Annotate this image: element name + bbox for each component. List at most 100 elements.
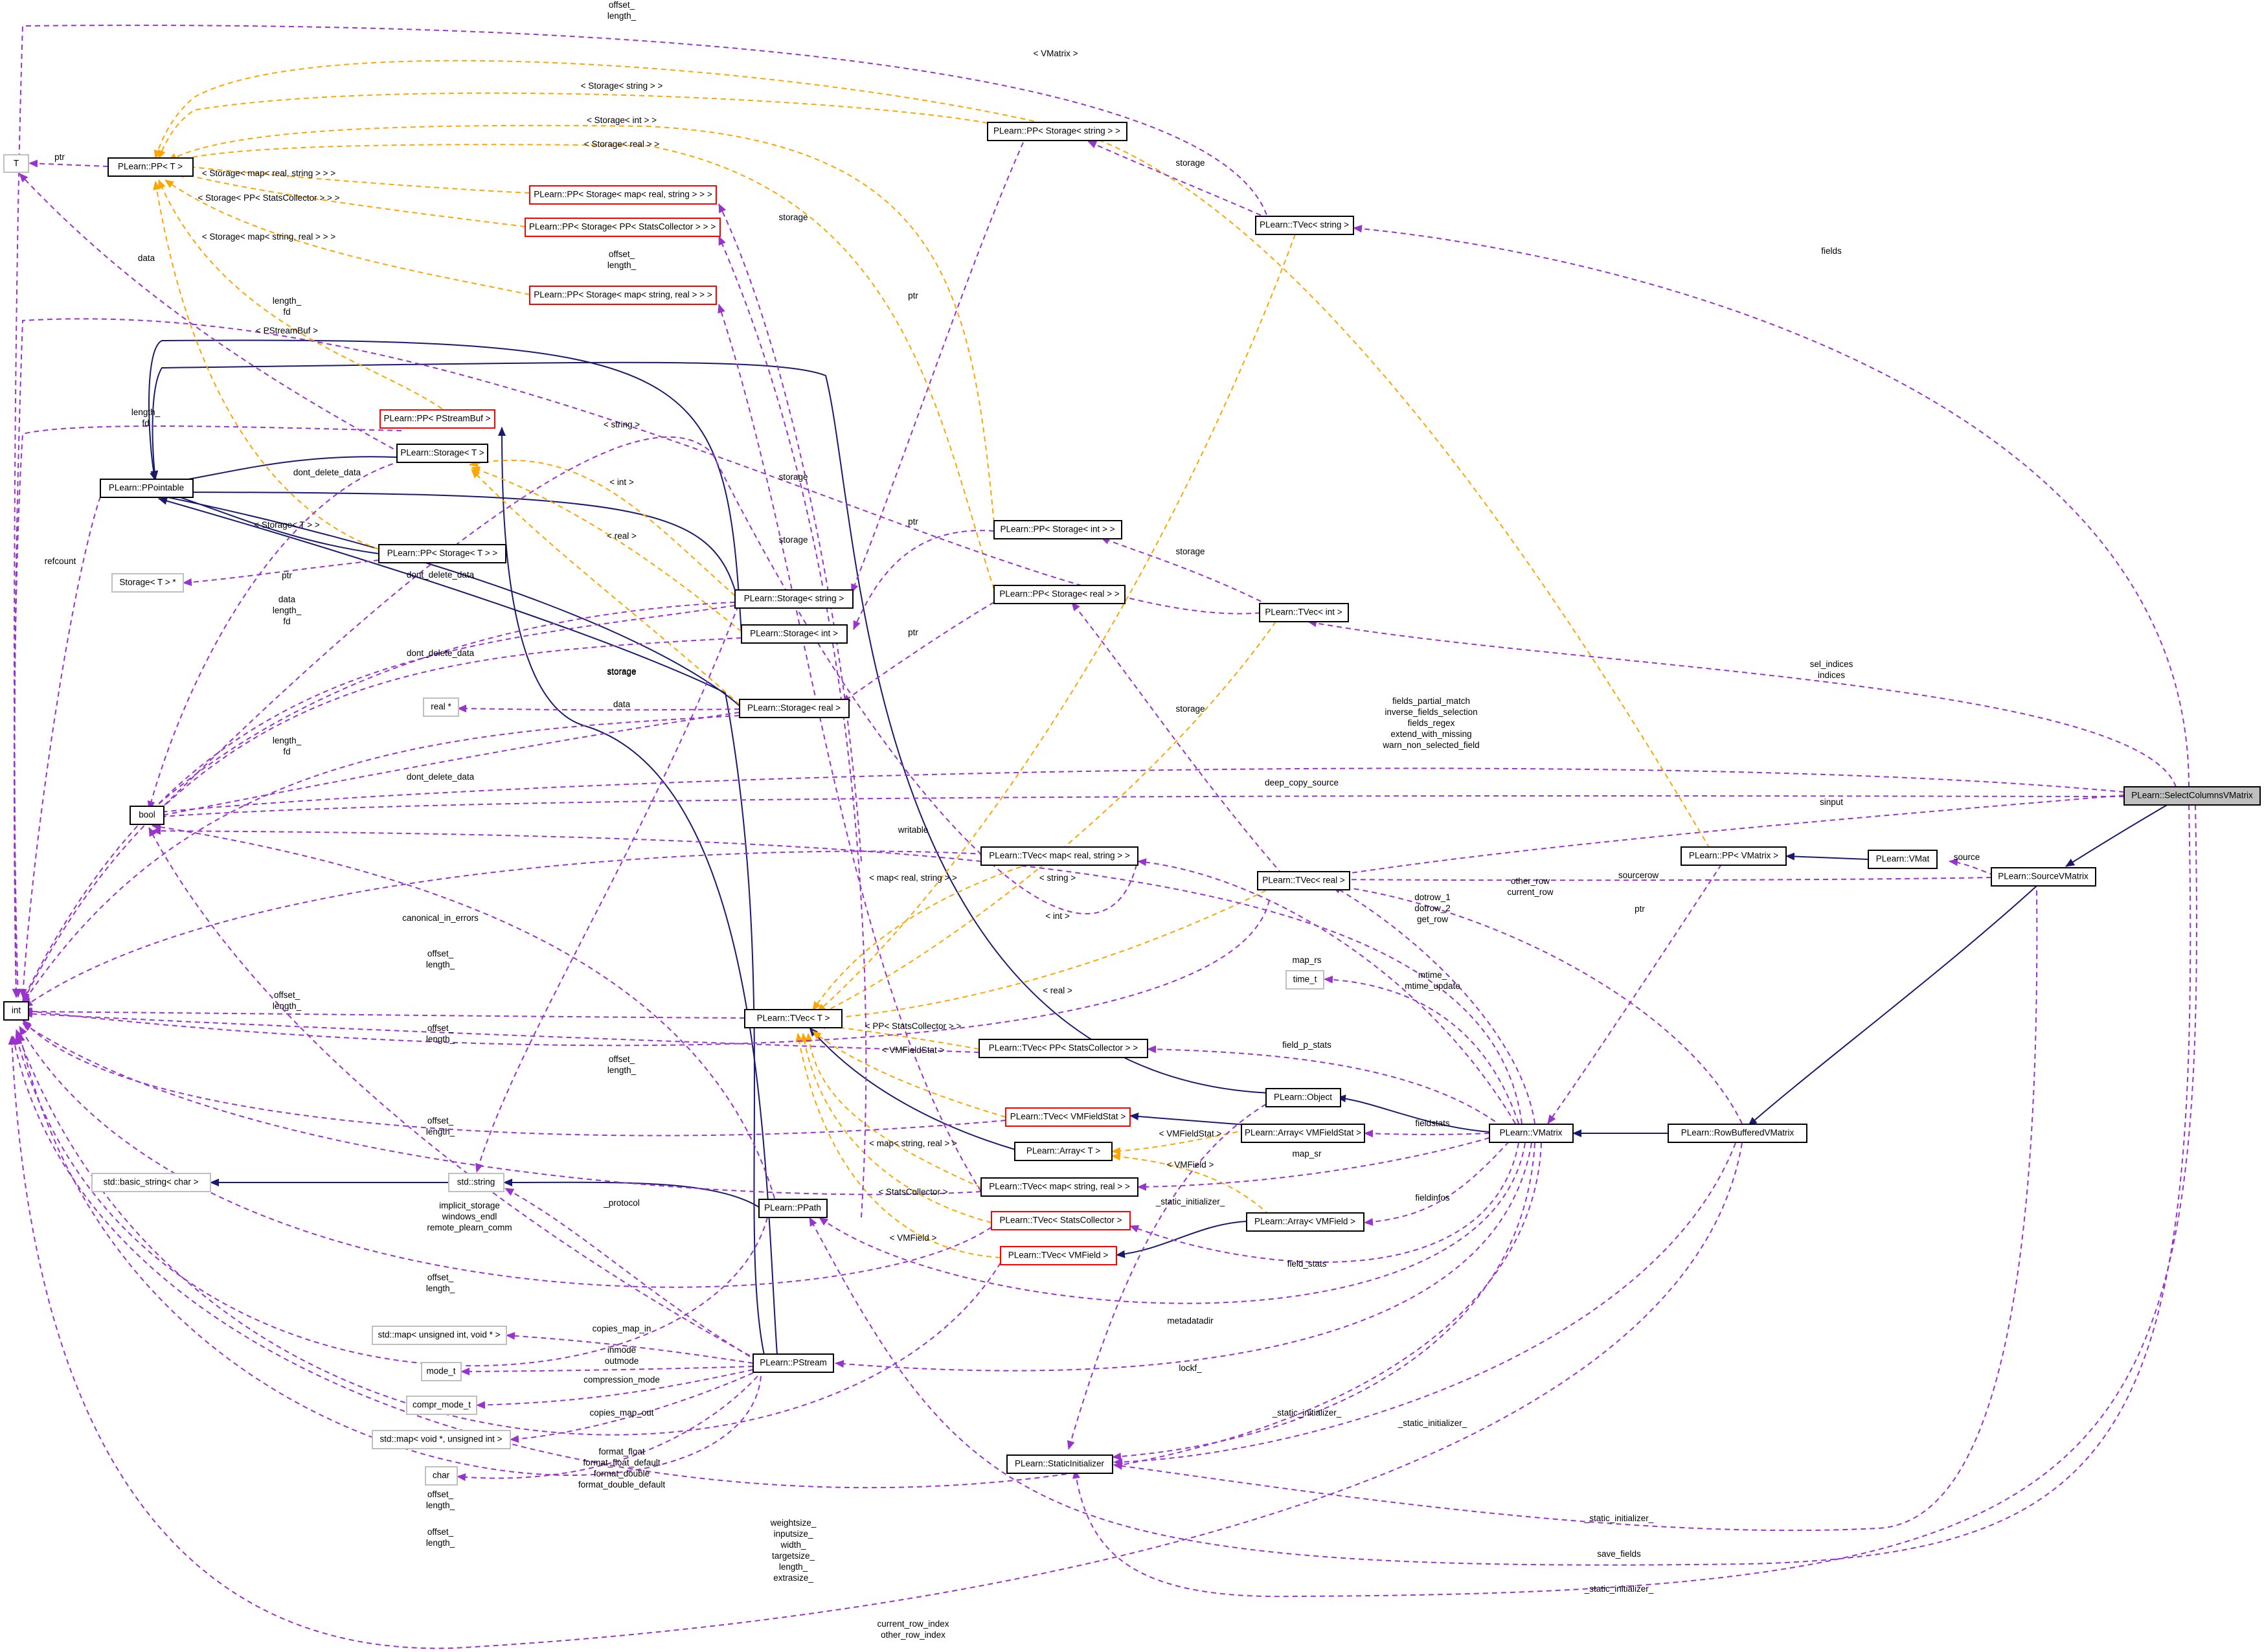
node-map-uint-void[interactable]: std::map< unsigned int, void * > xyxy=(372,1326,507,1345)
edge-label: < VMFieldStat > xyxy=(882,1045,945,1055)
node-vmatrix[interactable]: PLearn::VMatrix xyxy=(1489,1124,1574,1143)
edge-label-line: weightsize_ xyxy=(770,1518,817,1528)
node-tvec-map-real-string[interactable]: PLearn::TVec< map< real, string > > xyxy=(980,846,1138,866)
node-ppointable[interactable]: PLearn::PPointable xyxy=(100,479,194,498)
edge-label: data xyxy=(138,253,155,263)
node-pstream[interactable]: PLearn::PStream xyxy=(753,1353,834,1373)
edge-label: mtime_mtime_update xyxy=(1405,970,1460,991)
edge-tmpl-tvec-vmfieldstat xyxy=(812,1030,1006,1118)
node-array-t[interactable]: PLearn::Array< T > xyxy=(1014,1142,1113,1161)
edge-label-line: length_ xyxy=(426,1500,455,1510)
node-storage-t-ptr[interactable]: Storage< T > * xyxy=(111,573,184,593)
edge-label-line: sel_indices xyxy=(1810,659,1853,669)
node-rowbufferedvmatrix[interactable]: PLearn::RowBufferedVMatrix xyxy=(1668,1124,1807,1143)
edge-label-line: < Storage< real > > xyxy=(584,139,659,149)
node-basic-string[interactable]: std::basic_string< char > xyxy=(91,1173,211,1192)
edge-use-select-ppath xyxy=(809,804,2191,1566)
node-selectcolumnsvmatrix[interactable]: PLearn::SelectColumnsVMatrix xyxy=(2123,786,2261,806)
node-pp-storage-int[interactable]: PLearn::PP< Storage< int > > xyxy=(993,520,1122,539)
edge-label-line: field_stats xyxy=(1287,1259,1327,1269)
edge-pstream-ppointable xyxy=(158,497,765,1355)
edge-label: length_fd xyxy=(273,736,302,756)
node-char[interactable]: char xyxy=(425,1466,458,1486)
node-static-initializer[interactable]: PLearn::StaticInitializer xyxy=(1006,1454,1113,1474)
edge-label: ptr xyxy=(908,291,918,300)
node-storage-t[interactable]: PLearn::Storage< T > xyxy=(396,444,488,463)
node-label: PLearn::Object xyxy=(1274,1092,1332,1102)
edge-label-line: implicit_storage xyxy=(439,1201,500,1210)
edge-vmat-pp-vmatrix xyxy=(1785,852,1869,861)
node-mode-t[interactable]: mode_t xyxy=(421,1362,462,1381)
node-tvec-pp-stats[interactable]: PLearn::TVec< PP< StatsCollector > > xyxy=(979,1039,1148,1058)
edge-storage-string-ppointable xyxy=(158,488,738,600)
edge-label: offset_length_ xyxy=(607,1054,637,1075)
edge-label-line: length_ xyxy=(131,407,161,417)
edge-label: map_rs xyxy=(1292,955,1321,965)
node-sourcevmatrix[interactable]: PLearn::SourceVMatrix xyxy=(1991,867,2096,887)
node-array-vmfieldstat[interactable]: PLearn::Array< VMFieldStat > xyxy=(1241,1124,1365,1143)
node-T[interactable]: T xyxy=(3,154,29,173)
node-pp-storage-map-real-string[interactable]: PLearn::PP< Storage< map< real, string >… xyxy=(529,185,717,205)
node-tvec-map-string-real[interactable]: PLearn::TVec< map< string, real > > xyxy=(980,1177,1138,1197)
node-pp-vmatrix[interactable]: PLearn::PP< VMatrix > xyxy=(1681,846,1787,866)
edge-tmpl-pp-storage-pp-stats xyxy=(175,170,526,227)
node-pp-storage-t[interactable]: PLearn::PP< Storage< T > > xyxy=(378,544,506,563)
edge-use-vmatrix-int xyxy=(10,1035,1542,1489)
edge-label-line: storage xyxy=(1175,158,1205,168)
node-object[interactable]: PLearn::Object xyxy=(1265,1088,1341,1107)
edge-label-line: dotrow_1 xyxy=(1414,892,1451,902)
edge-use-pstream-map-in xyxy=(506,1331,754,1364)
node-compr-mode-t[interactable]: compr_mode_t xyxy=(406,1396,477,1415)
node-tvec-t[interactable]: PLearn::TVec< T > xyxy=(744,1009,843,1028)
edge-label: dont_delete_data xyxy=(293,468,361,477)
node-storage-string[interactable]: PLearn::Storage< string > xyxy=(734,589,854,609)
node-pp-storage-real[interactable]: PLearn::PP< Storage< real > > xyxy=(993,585,1126,604)
node-tvec-vmfield[interactable]: PLearn::TVec< VMField > xyxy=(1000,1246,1117,1265)
node-map-void-uint[interactable]: std::map< void *, unsigned int > xyxy=(372,1430,511,1449)
node-pp-storage-pp-stats[interactable]: PLearn::PP< Storage< PP< StatsCollector … xyxy=(525,218,721,237)
edge-label: dont_delete_data xyxy=(407,648,475,658)
node-tvec-real[interactable]: PLearn::TVec< real > xyxy=(1257,871,1350,890)
edge-label-line: length_ xyxy=(607,11,637,21)
node-pp-t[interactable]: PLearn::PP< T > xyxy=(108,157,194,177)
edge-label: < Storage< int > > xyxy=(587,115,657,125)
node-label: PLearn::Storage< int > xyxy=(750,629,838,639)
node-label: PLearn::Storage< string > xyxy=(744,594,844,604)
node-tvec-string[interactable]: PLearn::TVec< string > xyxy=(1255,216,1354,235)
edge-label-line: refcount xyxy=(45,556,76,566)
edge-label-line: lockf_ xyxy=(1179,1363,1202,1373)
node-ppath[interactable]: PLearn::PPath xyxy=(758,1199,828,1218)
node-tvec-vmfieldstat[interactable]: PLearn::TVec< VMFieldStat > xyxy=(1005,1107,1131,1127)
edge-use-rowbuffered-int xyxy=(8,1035,1743,1649)
edge-use-select-tvec-int xyxy=(1307,619,2177,787)
node-pp-storage-string[interactable]: PLearn::PP< Storage< string > > xyxy=(987,122,1127,141)
node-tvec-int[interactable]: PLearn::TVec< int > xyxy=(1259,603,1349,622)
node-vmat[interactable]: PLearn::VMat xyxy=(1868,850,1938,869)
node-storage-real[interactable]: PLearn::Storage< real > xyxy=(739,699,850,718)
node-pp-pstreambuf[interactable]: PLearn::PP< PStreamBuf > xyxy=(379,409,495,429)
edge-use-tvec-map-real-string-bool xyxy=(152,436,1137,914)
node-std-string[interactable]: std::string xyxy=(448,1173,504,1192)
node-time-t[interactable]: time_t xyxy=(1285,970,1324,990)
node-label: T xyxy=(14,159,19,168)
edge-label: < int > xyxy=(1045,911,1070,921)
node-int[interactable]: int xyxy=(3,1001,29,1021)
node-real-ptr[interactable]: real * xyxy=(423,697,459,717)
edge-label-line: length_ xyxy=(273,605,302,615)
node-label: PLearn::PP< Storage< T > > xyxy=(387,549,498,558)
edge-label: copies_map_in xyxy=(593,1324,651,1333)
edge-label: metadatadir xyxy=(1167,1316,1214,1326)
node-array-vmfield[interactable]: PLearn::Array< VMField > xyxy=(1246,1212,1364,1232)
edge-tmpl-tvec-map-string-real xyxy=(805,1033,982,1188)
edge-label-line: remote_plearn_comm xyxy=(427,1223,512,1232)
edge-label: fields xyxy=(1821,246,1842,256)
node-pp-storage-map-string-real[interactable]: PLearn::PP< Storage< map< string, real >… xyxy=(529,286,717,305)
node-tvec-statscollector[interactable]: PLearn::TVec< StatsCollector > xyxy=(991,1211,1131,1230)
node-storage-int[interactable]: PLearn::Storage< int > xyxy=(741,624,848,644)
node-label: PLearn::StaticInitializer xyxy=(1015,1459,1105,1469)
edge-use-pp-storage-string-storage-string xyxy=(851,142,1024,593)
edge-label-line: storage xyxy=(778,212,808,222)
node-bool[interactable]: bool xyxy=(130,806,164,825)
